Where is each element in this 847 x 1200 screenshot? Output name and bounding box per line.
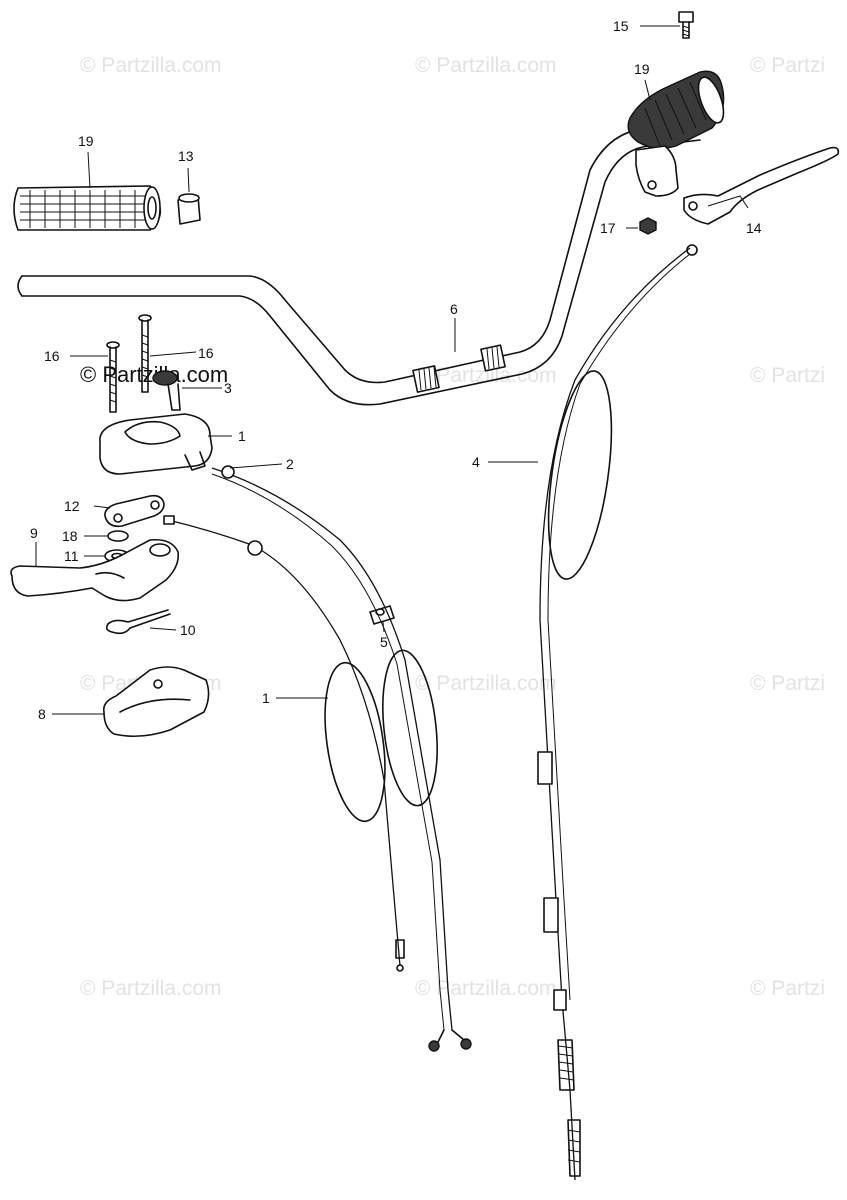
watermark: © Partzilla.com [415, 977, 557, 1000]
callout-labels: 15 19 19 13 17 14 6 16 16 3 1 2 4 12 18 … [30, 18, 762, 722]
cable-loop-1 [324, 661, 386, 823]
watermark: © Partzi [750, 54, 825, 77]
cable-4 [537, 244, 698, 1181]
watermark: © Partzilla.com [80, 977, 222, 1000]
callout-1-bottom: 1 [262, 690, 270, 706]
callout-12: 12 [64, 498, 80, 514]
callout-11: 11 [64, 548, 79, 564]
cable-loop-2 [382, 649, 438, 807]
bracket-1-top [99, 413, 213, 475]
watermark: © Partzilla.com [415, 364, 557, 387]
callout-16-right: 16 [198, 345, 214, 361]
callout-10: 10 [180, 622, 196, 638]
callout-5: 5 [380, 634, 388, 650]
nut-17 [639, 217, 657, 235]
collar-13 [177, 193, 201, 225]
washer-18 [107, 530, 129, 542]
callout-19-left: 19 [78, 133, 94, 149]
pivot-plate-12 [104, 494, 165, 528]
callout-19-right: 19 [634, 61, 650, 77]
callout-1-top: 1 [238, 428, 246, 444]
bracket-8 [102, 666, 210, 738]
callout-9: 9 [30, 525, 38, 541]
knurl-left [412, 365, 440, 393]
watermark: © Partzilla.com [80, 54, 222, 77]
lever-14 [683, 146, 840, 225]
watermark: © Partzi [750, 977, 825, 1000]
adjuster-3 [152, 370, 181, 411]
callout-13: 13 [178, 148, 194, 164]
callout-17: 17 [600, 220, 616, 236]
callout-16-left: 16 [44, 348, 60, 364]
cable-2 [211, 465, 472, 1052]
callout-3: 3 [224, 380, 232, 396]
cable-1 [163, 515, 405, 972]
watermark: © Partzilla.com [415, 672, 557, 695]
callout-6: 6 [450, 301, 458, 317]
throttle-housing [635, 145, 679, 197]
handlebar [17, 119, 701, 406]
leader-lines [35, 25, 749, 715]
lever-9 [10, 538, 180, 602]
knurl-right [480, 344, 506, 372]
callout-15: 15 [613, 18, 629, 34]
screw-16-right [138, 314, 152, 393]
watermark: © Partzilla.com [415, 54, 557, 77]
callout-2: 2 [286, 456, 294, 472]
callout-14: 14 [746, 220, 762, 236]
watermark: © Partzi [750, 672, 825, 695]
throttle-grip-right [627, 70, 725, 149]
bolt-15 [678, 11, 694, 39]
callout-8: 8 [38, 706, 46, 722]
callout-4: 4 [472, 454, 480, 470]
callout-18: 18 [62, 528, 78, 544]
cotter-pin-10 [105, 609, 171, 635]
screw-16-left [106, 341, 120, 413]
grip-left [13, 185, 162, 231]
watermark: © Partzi [750, 364, 825, 387]
